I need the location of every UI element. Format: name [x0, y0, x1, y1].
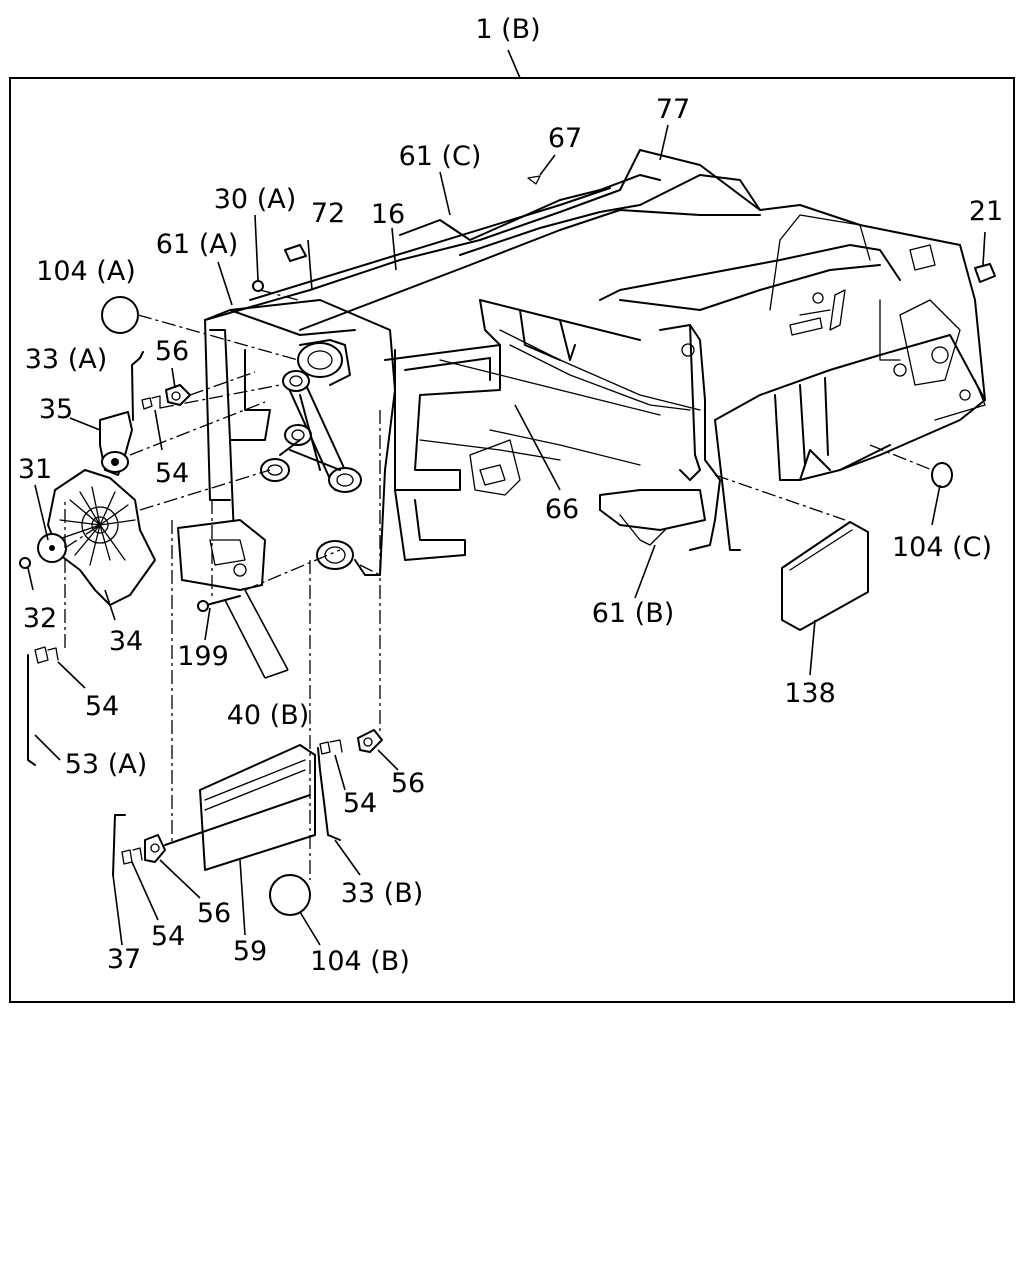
part-lever-56-top	[165, 384, 191, 406]
part-rod-37	[112, 814, 166, 876]
callout-53a: 53 (A)	[65, 749, 147, 780]
part-spring-54-top	[141, 395, 161, 410]
callout-56-bottom: 56	[197, 898, 231, 929]
callout-33a: 33 (A)	[25, 344, 107, 375]
part-panel-138	[781, 521, 869, 631]
leader-lines	[27, 124, 986, 946]
part-washer-32	[19, 533, 67, 569]
part-rod-33a	[131, 351, 144, 421]
callout-54-bottom: 54	[151, 921, 185, 952]
callout-59: 59	[233, 936, 267, 967]
callout-104b: 104 (B)	[310, 946, 410, 977]
callout-40b: 40 (B)	[227, 700, 310, 731]
callout-61a: 61 (A)	[156, 229, 238, 260]
part-screw-30a	[252, 280, 264, 292]
callout-61c: 61 (C)	[399, 141, 482, 172]
main-housing	[177, 149, 986, 591]
part-filter-59	[164, 744, 316, 871]
part-cam-31	[47, 469, 156, 606]
assembly-lines	[64, 289, 933, 880]
callout-16: 16	[371, 199, 405, 230]
part-rod-53a	[27, 646, 59, 766]
callout-54-left: 54	[85, 691, 119, 722]
callout-35: 35	[39, 394, 73, 425]
part-screw-21	[974, 263, 996, 283]
callout-104c: 104 (C)	[892, 532, 992, 563]
callout-56-mid: 56	[391, 768, 425, 799]
callout-21: 21	[969, 196, 1003, 227]
callout-72: 72	[311, 198, 345, 229]
part-cap-104a	[101, 296, 139, 334]
callout-labels: 77 67 61 (C) 16 72 30 (A) 61 (A) 104 (A)…	[18, 94, 1003, 977]
part-spring-54-mid	[319, 739, 343, 755]
part-clip-72	[284, 244, 307, 262]
callout-31: 31	[18, 454, 52, 485]
part-lever-35	[99, 411, 133, 476]
callout-138: 138	[784, 678, 836, 709]
assembly-label: 1 (B)	[475, 14, 540, 45]
diagram-frame	[9, 77, 1015, 1003]
callout-67: 67	[548, 123, 582, 154]
callout-32: 32	[23, 603, 57, 634]
callout-54-top: 54	[155, 458, 189, 489]
callout-77: 77	[656, 94, 690, 125]
callout-30a: 30 (A)	[214, 184, 296, 215]
part-lever-56-mid	[357, 729, 383, 753]
callout-199: 199	[177, 641, 229, 672]
part-screw-199	[197, 595, 241, 612]
callout-61b: 61 (B)	[592, 598, 675, 629]
callout-34: 34	[109, 626, 143, 657]
part-rod-33b	[317, 747, 341, 841]
callout-104a: 104 (A)	[36, 256, 136, 287]
callout-54-mid: 54	[343, 788, 377, 819]
part-cap-104c	[931, 462, 953, 488]
callout-37: 37	[107, 944, 141, 975]
callout-66: 66	[545, 494, 579, 525]
callout-33b: 33 (B)	[341, 878, 424, 909]
part-cap-104b	[269, 874, 311, 916]
callout-56-top: 56	[155, 336, 189, 367]
part-clip-67	[527, 175, 541, 185]
